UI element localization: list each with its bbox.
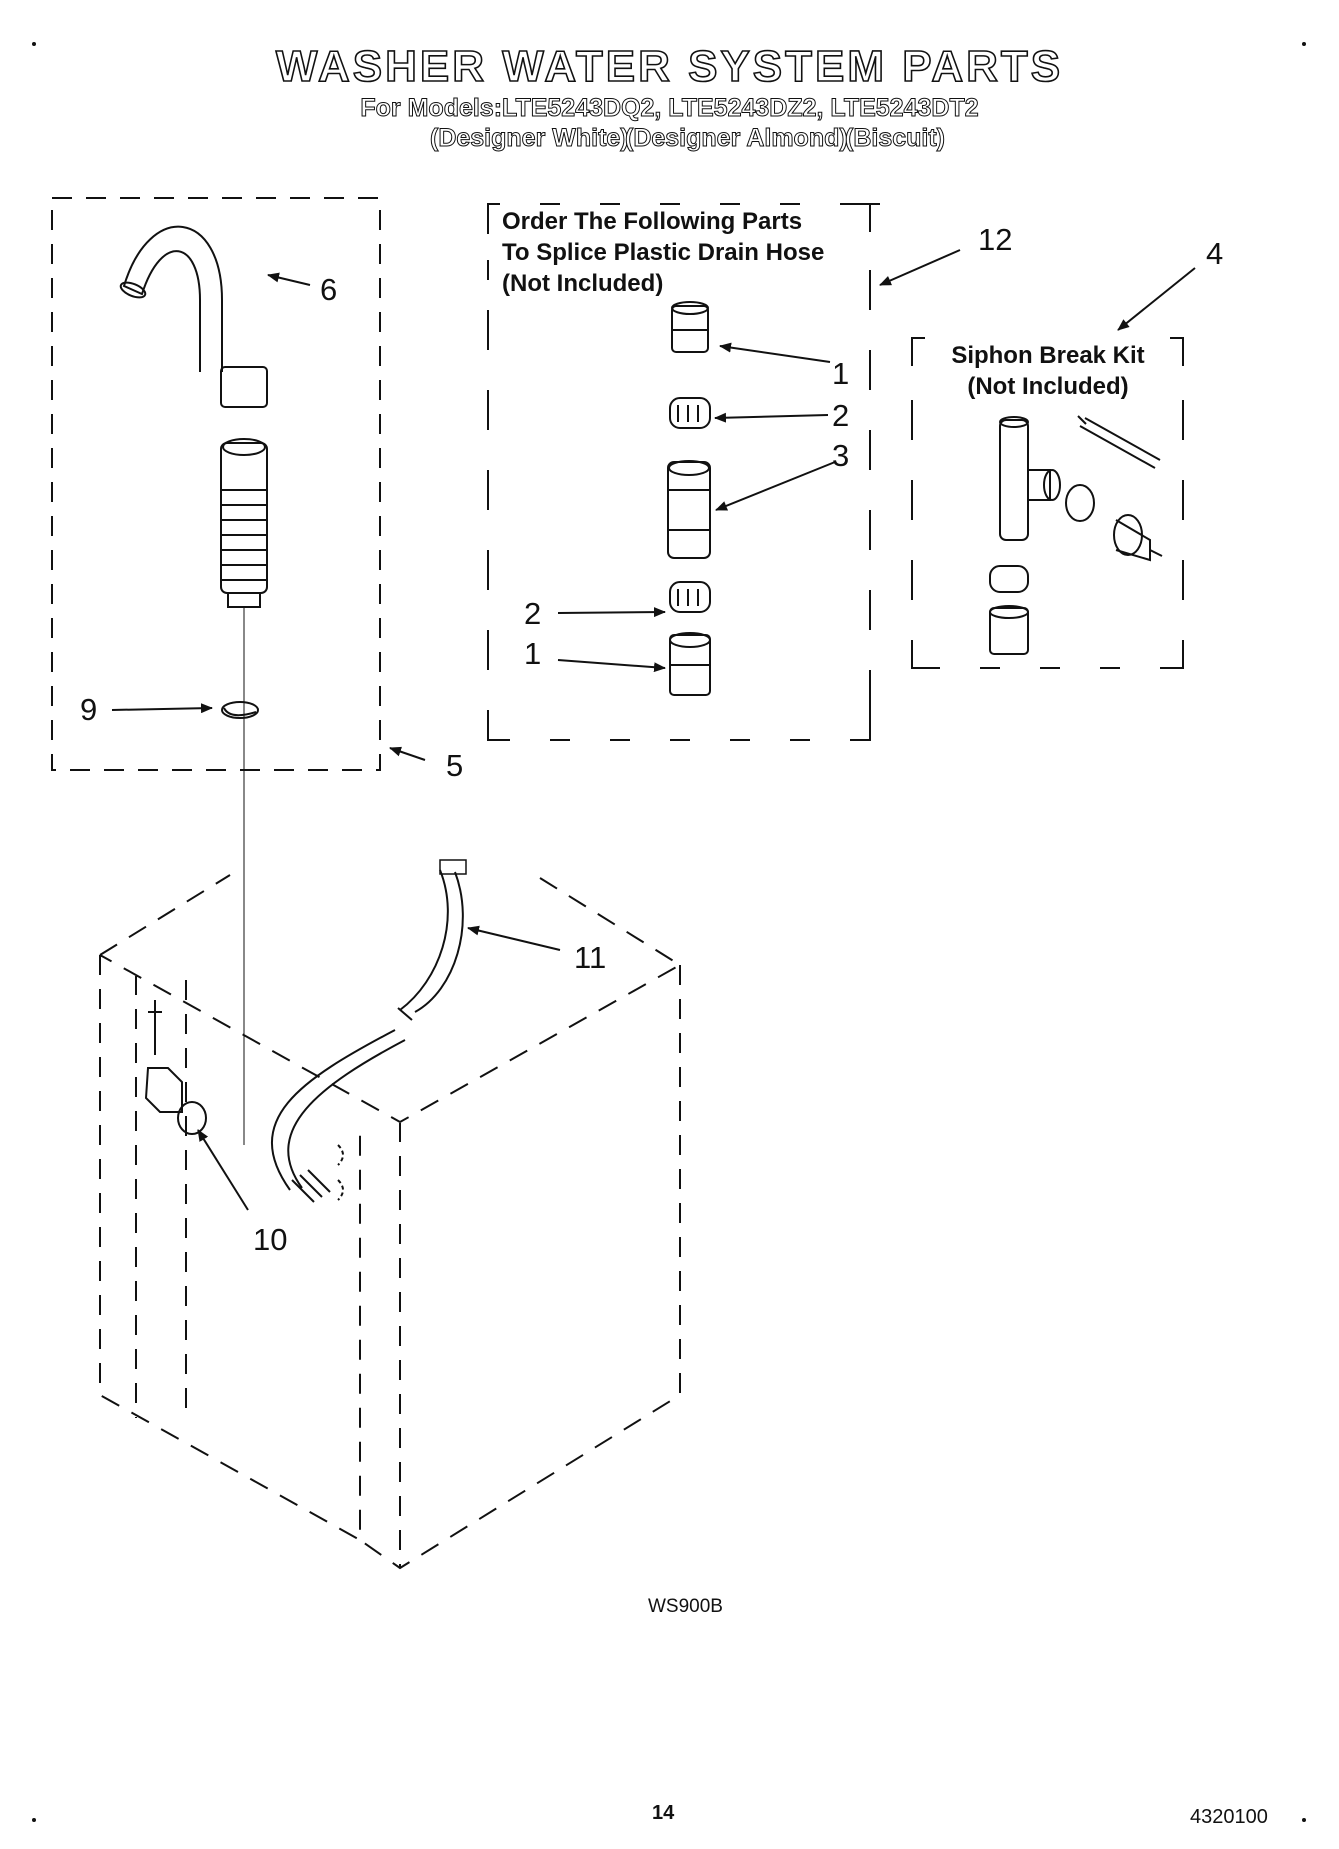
page-number: 14 [652,1802,675,1824]
splice-parts-box [487,203,880,234]
splice-clamp-bottom [669,581,711,613]
callout-11: 11 [574,940,607,975]
splice-box-line-2: To Splice Plastic Drain Hose [502,239,825,266]
drain-elbow [144,1067,183,1113]
color-designer-white: (Designer White) [430,124,630,153]
leader-2-bottom [557,607,666,618]
color-designer-almond: (Designer Almond) [625,124,849,153]
leader-10 [197,1129,249,1211]
siphon-kit-box [911,337,1184,669]
callout-1-top: 1 [832,356,850,391]
registration-dot [32,42,36,46]
document-number: 4320100 [1190,1806,1268,1828]
siphon-coupler-bottom [989,607,1029,655]
leader-3 [715,461,836,511]
drawing-code: WS900B [648,1596,723,1617]
cable-tie [1077,415,1161,469]
color-biscuit: (Biscuit) [845,124,946,153]
callout-2-top: 2 [832,398,850,433]
callout-3: 3 [832,438,850,473]
models-line: For Models:LTE5243DQ2, LTE5243DZ2, LTE52… [360,94,979,123]
splice-connector [667,460,711,559]
leader-1-bottom [557,659,666,673]
callout-12: 12 [978,222,1013,257]
leader-6 [267,272,311,286]
siphon-tee [999,416,1061,541]
leader-5 [389,746,426,761]
leader-4 [1117,267,1196,331]
splice-box-line-3: (Not Included) [502,270,664,297]
leader-12 [879,249,961,286]
drain-hose [399,869,464,1013]
callout-5: 5 [446,748,464,783]
hose-clamp [221,701,259,719]
registration-dot [1302,42,1306,46]
corrugated-section [220,442,268,594]
leader-1-top [719,342,831,363]
siphon-box-line-1: Siphon Break Kit [951,342,1145,369]
callout-6: 6 [320,272,338,307]
splice-box-line-1: Order The Following Parts [502,208,803,235]
splice-coupler-bottom [669,632,711,696]
page-title: WASHER WATER SYSTEM PARTS [275,41,1064,92]
standpipe-hook [122,225,223,372]
leader-11 [467,925,561,951]
washer-cabinet [99,874,682,1570]
callout-2-bottom: 2 [524,596,542,631]
leader-2-top [714,412,829,423]
callout-1-bottom: 1 [524,636,542,671]
siphon-box-line-2: (Not Included) [967,373,1129,400]
callout-9: 9 [80,692,98,727]
siphon-clamp-bottom [989,565,1029,593]
splice-clamp-top [669,397,711,429]
callout-4: 4 [1206,236,1224,271]
standpipe-kit-box [51,197,381,771]
registration-dot [1302,1818,1306,1822]
leader-9 [111,703,213,714]
siphon-clamp-side [1065,484,1095,522]
splice-coupler-top [671,301,709,353]
registration-dot [32,1818,36,1822]
callout-10: 10 [253,1222,288,1257]
